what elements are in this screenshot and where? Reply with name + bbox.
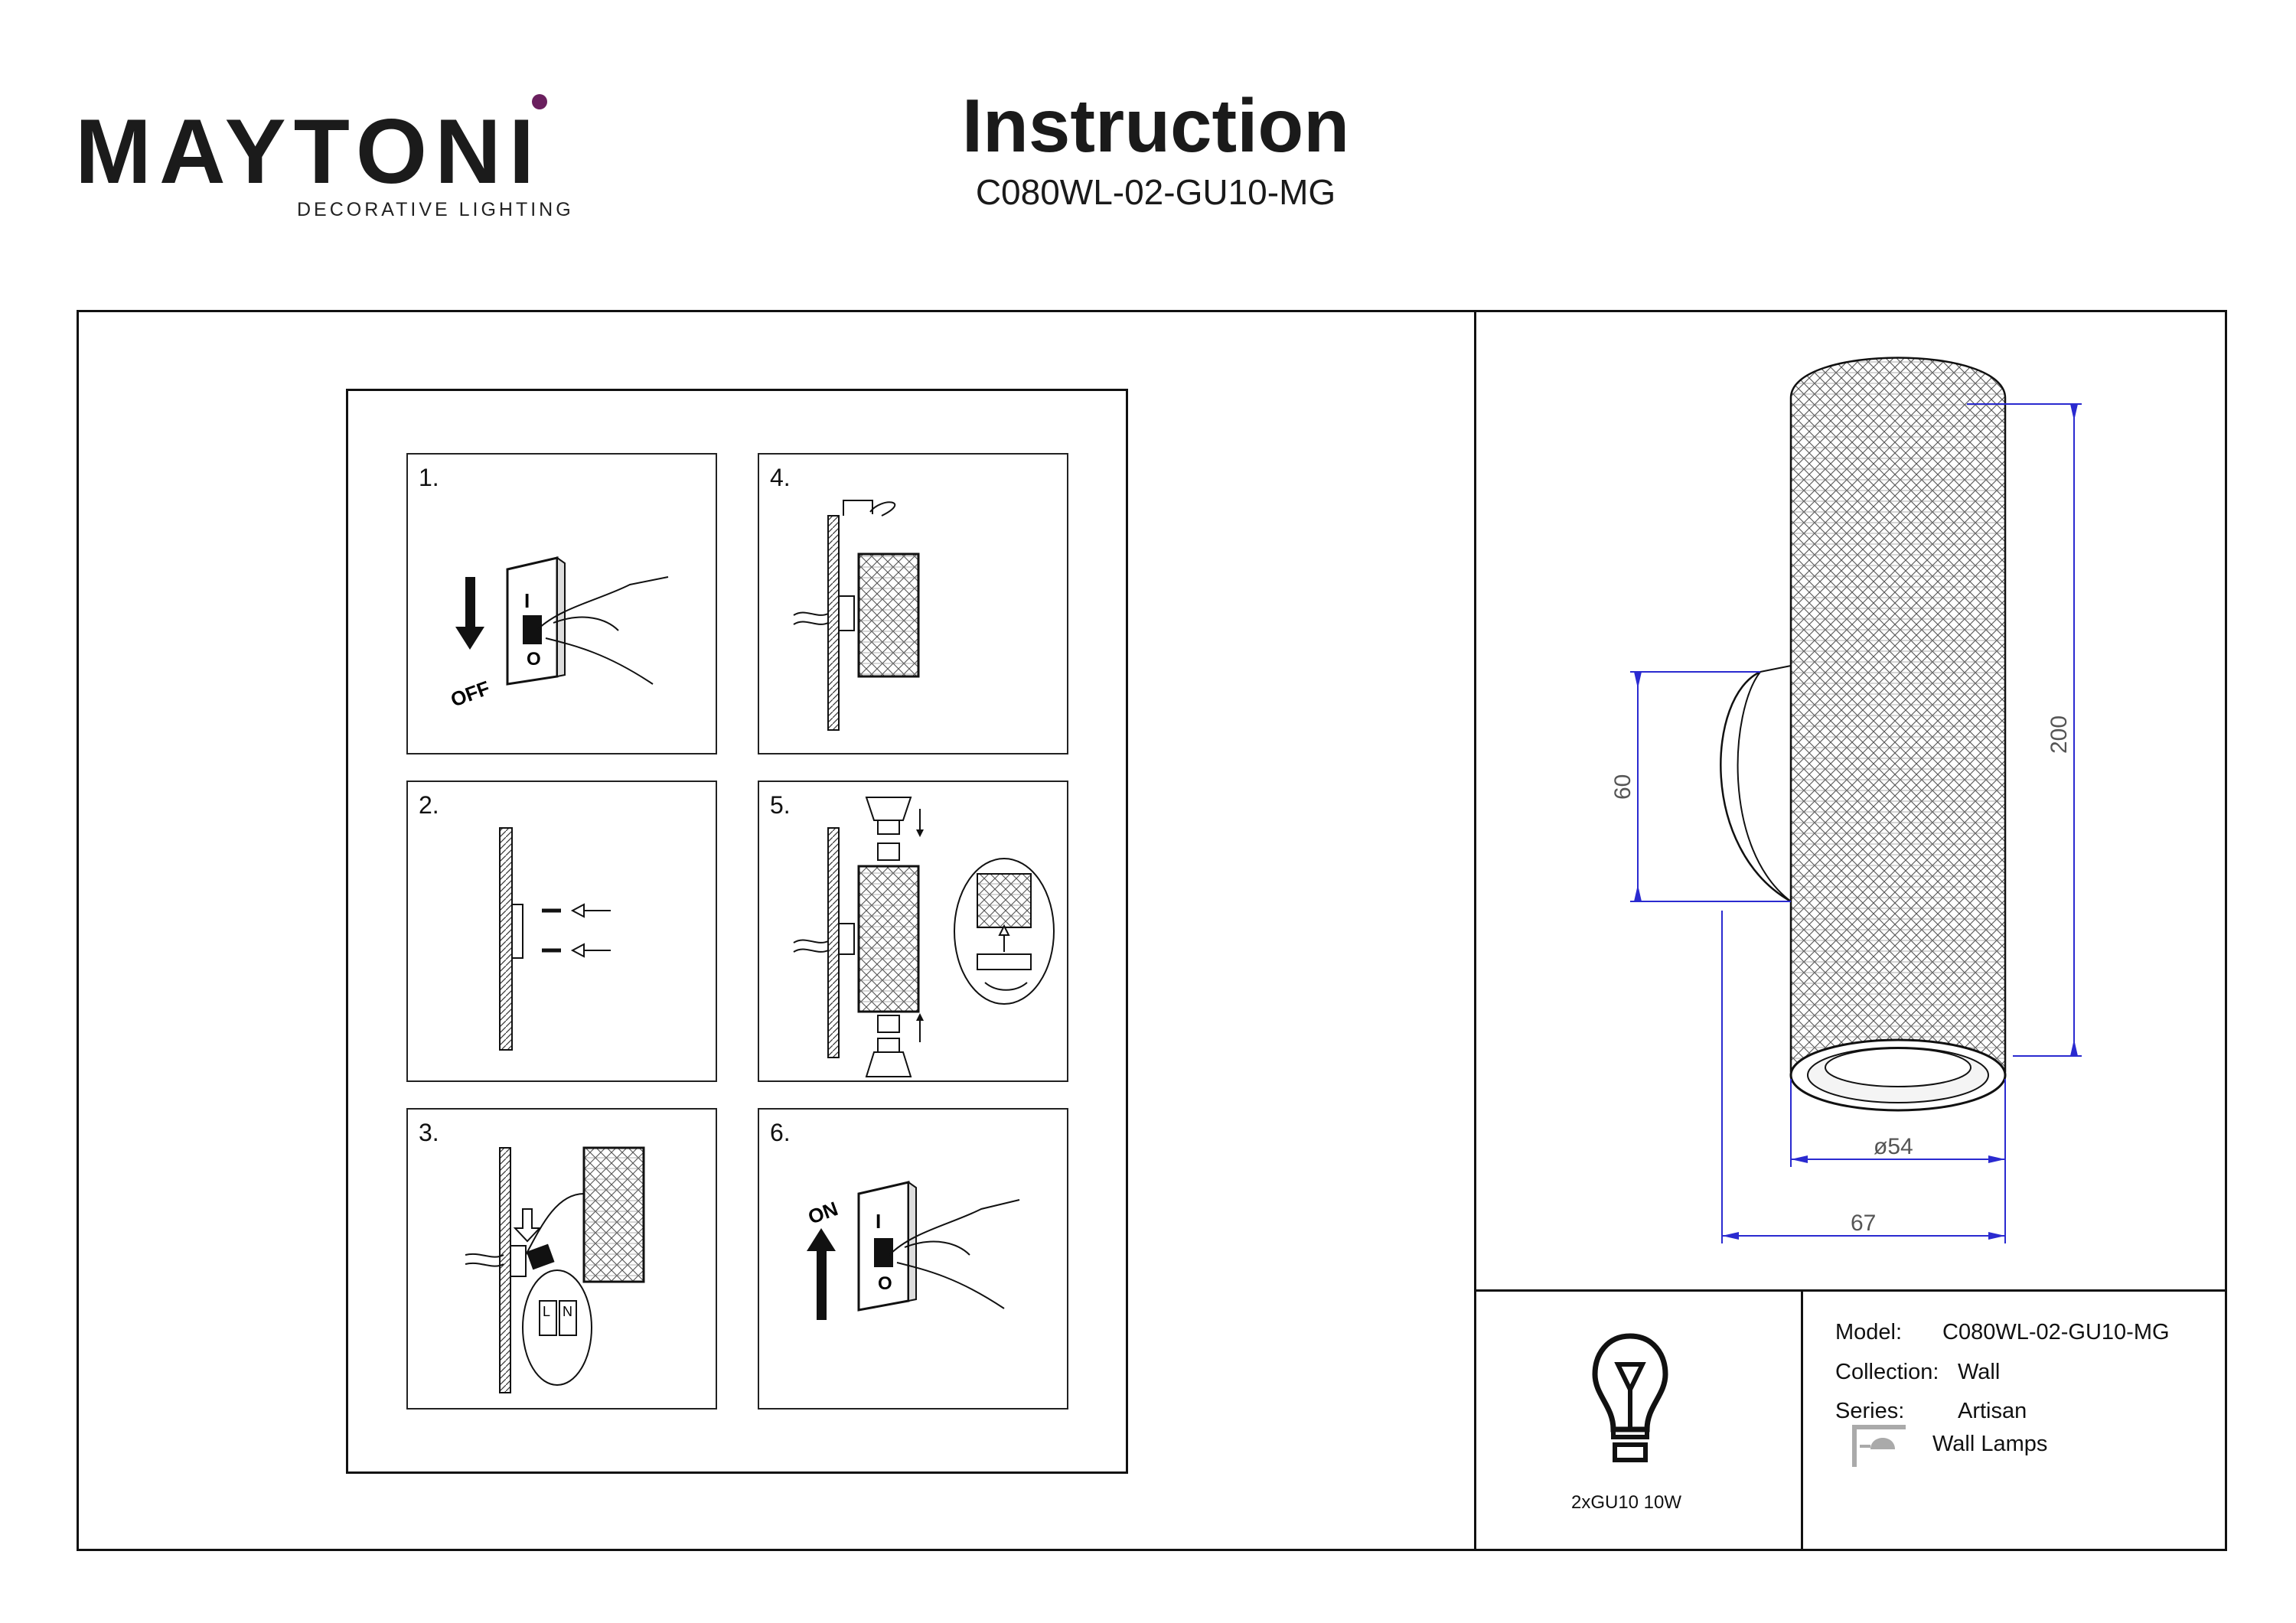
step-2: 2.: [406, 781, 717, 1082]
model-label: Model:: [1835, 1320, 1903, 1344]
brand-tagline: DECORATIVE LIGHTING: [297, 199, 574, 220]
terminal-l: L: [543, 1304, 550, 1319]
brand-logo: MAYTONI: [75, 106, 542, 197]
logo-dot-icon: [532, 94, 547, 109]
model-heading: C080WL-02-GU10-MG: [975, 172, 1336, 212]
switch-on-icon: I O ON: [805, 1181, 1020, 1320]
terminal-n: N: [563, 1304, 572, 1319]
mount-screw-icon: [793, 500, 920, 731]
product-drawing: 200 60 ø54 67: [1610, 357, 2082, 1243]
brand-name: MAYTONI: [75, 100, 543, 203]
step-5: 5.: [758, 781, 1068, 1082]
step-number: 4.: [770, 464, 791, 491]
on-mark: I: [524, 589, 530, 612]
off-mark: O: [527, 649, 541, 670]
step-1: 1. I O OFF: [406, 453, 717, 754]
on-mark: I: [876, 1210, 881, 1233]
switch-off-icon: I O OFF: [448, 556, 669, 712]
off-caption: OFF: [448, 676, 493, 712]
drill-bracket-icon: [499, 827, 611, 1051]
dimension-mount: 60: [1610, 774, 1636, 800]
insert-bulb-icon: [793, 797, 1055, 1077]
dimension-diameter: ø54: [1874, 1134, 1913, 1159]
series-label: Series:: [1835, 1399, 1905, 1423]
steps-panel: [346, 389, 1128, 1474]
step-6: 6. I O ON: [758, 1108, 1068, 1410]
collection-label: Collection:: [1835, 1360, 1939, 1384]
page-title: Instruction: [961, 83, 1350, 168]
category-value: Wall Lamps: [1932, 1432, 2048, 1456]
dimension-depth: 67: [1851, 1211, 1876, 1236]
info-column-divider: [1801, 1289, 1803, 1551]
wiring-icon: L N: [465, 1146, 645, 1393]
bulb-icon: [1592, 1333, 1668, 1462]
model-value: C080WL-02-GU10-MG: [1942, 1320, 2170, 1344]
step-number: 2.: [419, 791, 439, 819]
series-value: Artisan: [1958, 1399, 2027, 1423]
step-number: 1.: [419, 464, 439, 491]
step-3: 3. L N: [406, 1108, 717, 1410]
frame-divider: [1474, 310, 1476, 1551]
info-divider: [1474, 1289, 2227, 1292]
main-frame: [77, 310, 2227, 1551]
bulb-spec: 2xGU10 10W: [1570, 1492, 1682, 1513]
on-caption: ON: [805, 1197, 841, 1229]
off-mark: O: [878, 1273, 892, 1294]
step-4: 4.: [758, 453, 1068, 754]
dimension-height: 200: [2047, 715, 2072, 754]
collection-value: Wall: [1958, 1360, 2001, 1384]
step-number: 5.: [770, 791, 791, 819]
step-number: 3.: [419, 1119, 439, 1146]
step-number: 6.: [770, 1119, 791, 1146]
wall-lamp-icon: [1852, 1425, 1906, 1467]
